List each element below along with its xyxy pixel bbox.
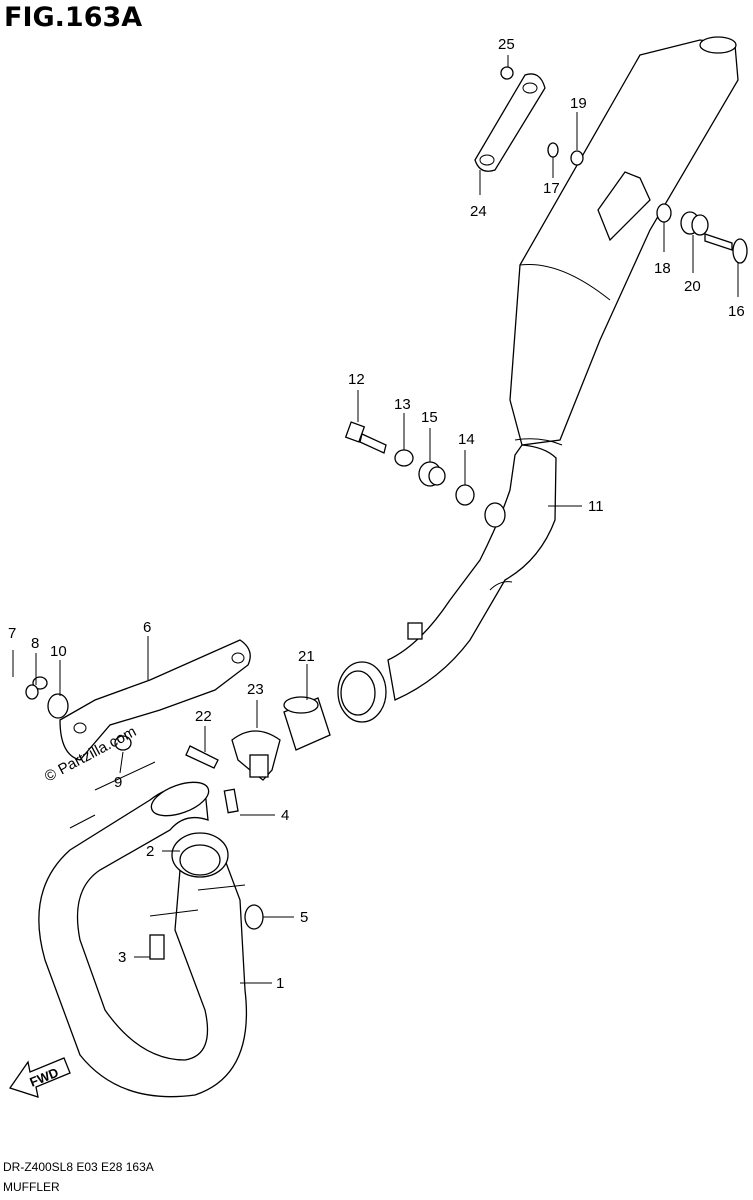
callout-10: 10	[50, 643, 67, 660]
callout-labels: 25 19 17 24 18 20 16 12 13 15 14 11 6 7 …	[8, 36, 745, 992]
pipe-outlet[interactable]	[337, 661, 387, 723]
leader-lines	[12, 55, 739, 984]
fwd-arrow-icon: FWD	[8, 1057, 71, 1098]
callout-3: 3	[118, 949, 126, 966]
callout-2: 2	[146, 843, 154, 860]
callout-15: 15	[421, 409, 438, 426]
heat-shield-bracket[interactable]	[25, 639, 251, 761]
joint-sleeve[interactable]	[283, 696, 331, 751]
callout-20: 20	[684, 278, 701, 295]
callout-22: 22	[195, 708, 212, 725]
callout-6: 6	[143, 619, 151, 636]
callout-19: 19	[570, 95, 587, 112]
callout-5: 5	[300, 909, 308, 926]
mid-mount-hardware[interactable]	[344, 421, 475, 506]
assembly-name: MUFFLER	[3, 1180, 60, 1194]
callout-16: 16	[728, 303, 745, 320]
muffler-body[interactable]	[387, 36, 739, 701]
exhaust-pipe[interactable]	[38, 776, 264, 1098]
callout-8: 8	[31, 635, 39, 652]
callout-1: 1	[276, 975, 284, 992]
callout-9: 9	[114, 774, 122, 791]
callout-23: 23	[247, 681, 264, 698]
callout-7: 7	[8, 625, 16, 642]
callout-13: 13	[394, 396, 411, 413]
callout-17: 17	[543, 180, 560, 197]
callout-14: 14	[458, 431, 475, 448]
callout-24: 24	[470, 203, 487, 220]
callout-12: 12	[348, 371, 365, 388]
muffler-mount-hardware[interactable]	[474, 66, 748, 264]
callout-21: 21	[298, 648, 315, 665]
figure-title: FIG.163A	[4, 2, 143, 33]
callout-25: 25	[498, 36, 515, 53]
callout-11: 11	[588, 498, 604, 515]
model-code: DR-Z400SL8 E03 E28 163A	[3, 1160, 154, 1174]
clamp[interactable]	[185, 730, 281, 814]
callout-18: 18	[654, 260, 671, 277]
fwd-label: FWD	[28, 1065, 61, 1090]
callout-4: 4	[281, 807, 289, 824]
